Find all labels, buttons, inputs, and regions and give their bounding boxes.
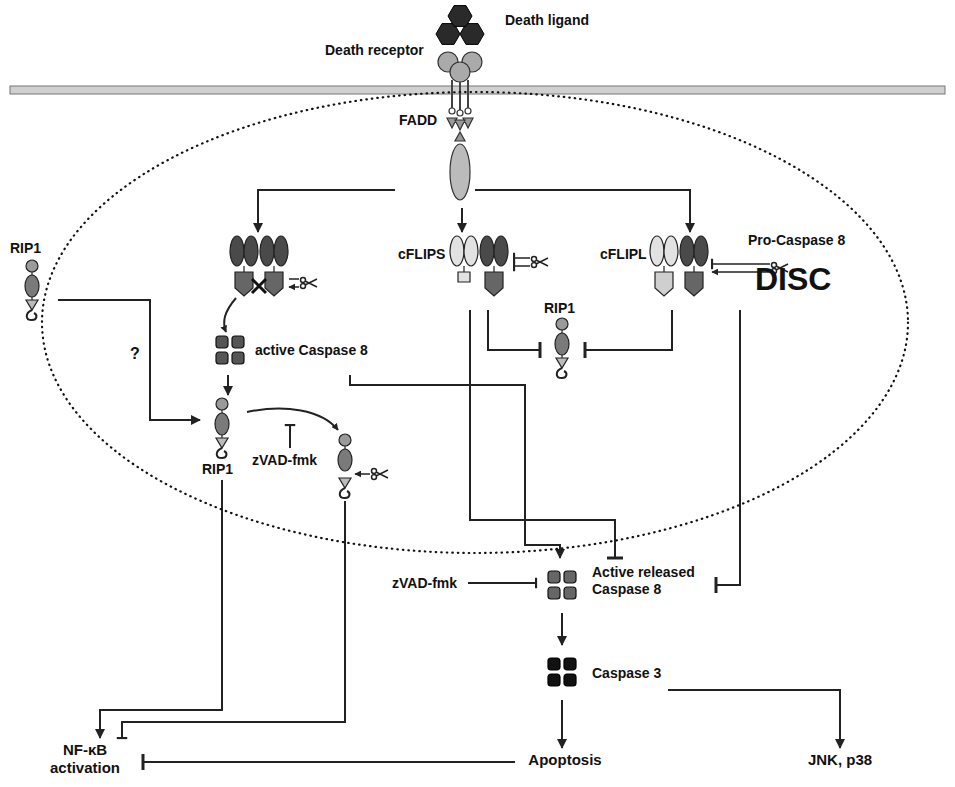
edge-label: ? [128, 344, 142, 363]
inhibition-line [716, 310, 740, 585]
node-label: Pro-Caspase 8 [748, 232, 845, 249]
node-label: cFLIPL [600, 246, 647, 263]
node-label: RIP1 [10, 240, 41, 257]
activation-arrow [58, 300, 200, 420]
death-receptor-symbol [438, 52, 482, 130]
node-label: RIP1 [544, 300, 575, 317]
fadd-adaptor: FADD [395, 108, 475, 208]
node-label: JNK, p38 [795, 751, 885, 769]
disc-region: DISC FADD active Caspase 8 cFLIPS cFLIPL Pro-… [40, 90, 910, 555]
inhibition-line [488, 310, 540, 350]
inhibitor-label: zVAD-fmk [252, 452, 317, 469]
activation-arrow [227, 375, 229, 395]
activation-arrow [258, 190, 395, 232]
activation-arrow [668, 690, 840, 748]
fadd-symbol [450, 132, 470, 200]
node-label: FADD [399, 112, 437, 129]
inhibition-line [143, 761, 515, 763]
activation-arrow [561, 613, 563, 645]
outcome-label: Apoptosis [515, 748, 618, 774]
death-ligand-trimer [436, 6, 484, 45]
disc-outline [40, 90, 910, 555]
node-label: Apoptosis [515, 751, 615, 769]
rip1-protein: RIP1 [8, 240, 58, 330]
cflips-heterodimer [450, 236, 548, 296]
activation-arrow [475, 190, 690, 232]
inhibition-line [585, 310, 672, 350]
activation-arrow [350, 375, 560, 558]
inhibitor-label: zVAD-fmk [392, 575, 457, 592]
activation-arrow [461, 208, 463, 232]
node-label: DISC [755, 260, 831, 298]
node-label: Death receptor [325, 42, 424, 59]
node-label: Death ligand [505, 12, 589, 29]
caspase3-protein: Caspase 3 [540, 645, 668, 700]
receptor-complex: Death ligandDeath receptor [320, 2, 640, 84]
rip1-protein: RIP1 [540, 300, 585, 380]
caspase-symbols [468, 571, 576, 686]
disc-outline-shape [42, 92, 908, 553]
caspase8-activation: active Caspase 8 [200, 232, 380, 375]
rip1-protein: RIP1 [200, 395, 245, 480]
cell-membrane [10, 86, 945, 94]
node-label: active Caspase 8 [255, 342, 368, 359]
node-label: NF-κB activation [30, 741, 140, 777]
activation-arrow [100, 480, 222, 738]
outcome-label: JNK, p38 [795, 748, 888, 774]
cflips-complex: cFLIPS [396, 232, 520, 310]
cleaved-rip1 [122, 409, 388, 738]
node-label: RIP1 [202, 461, 233, 478]
outcome-label: NF-κB activation [30, 738, 143, 782]
inhibition-line [470, 310, 615, 558]
caspase8-released: Active released Caspase 8 [540, 558, 716, 613]
node-label: Active released Caspase 8 [592, 564, 712, 598]
node-label: cFLIPS [398, 246, 445, 263]
activation-arrow [561, 700, 563, 748]
rip1-symbol [25, 260, 569, 458]
node-label: Caspase 3 [592, 665, 661, 682]
